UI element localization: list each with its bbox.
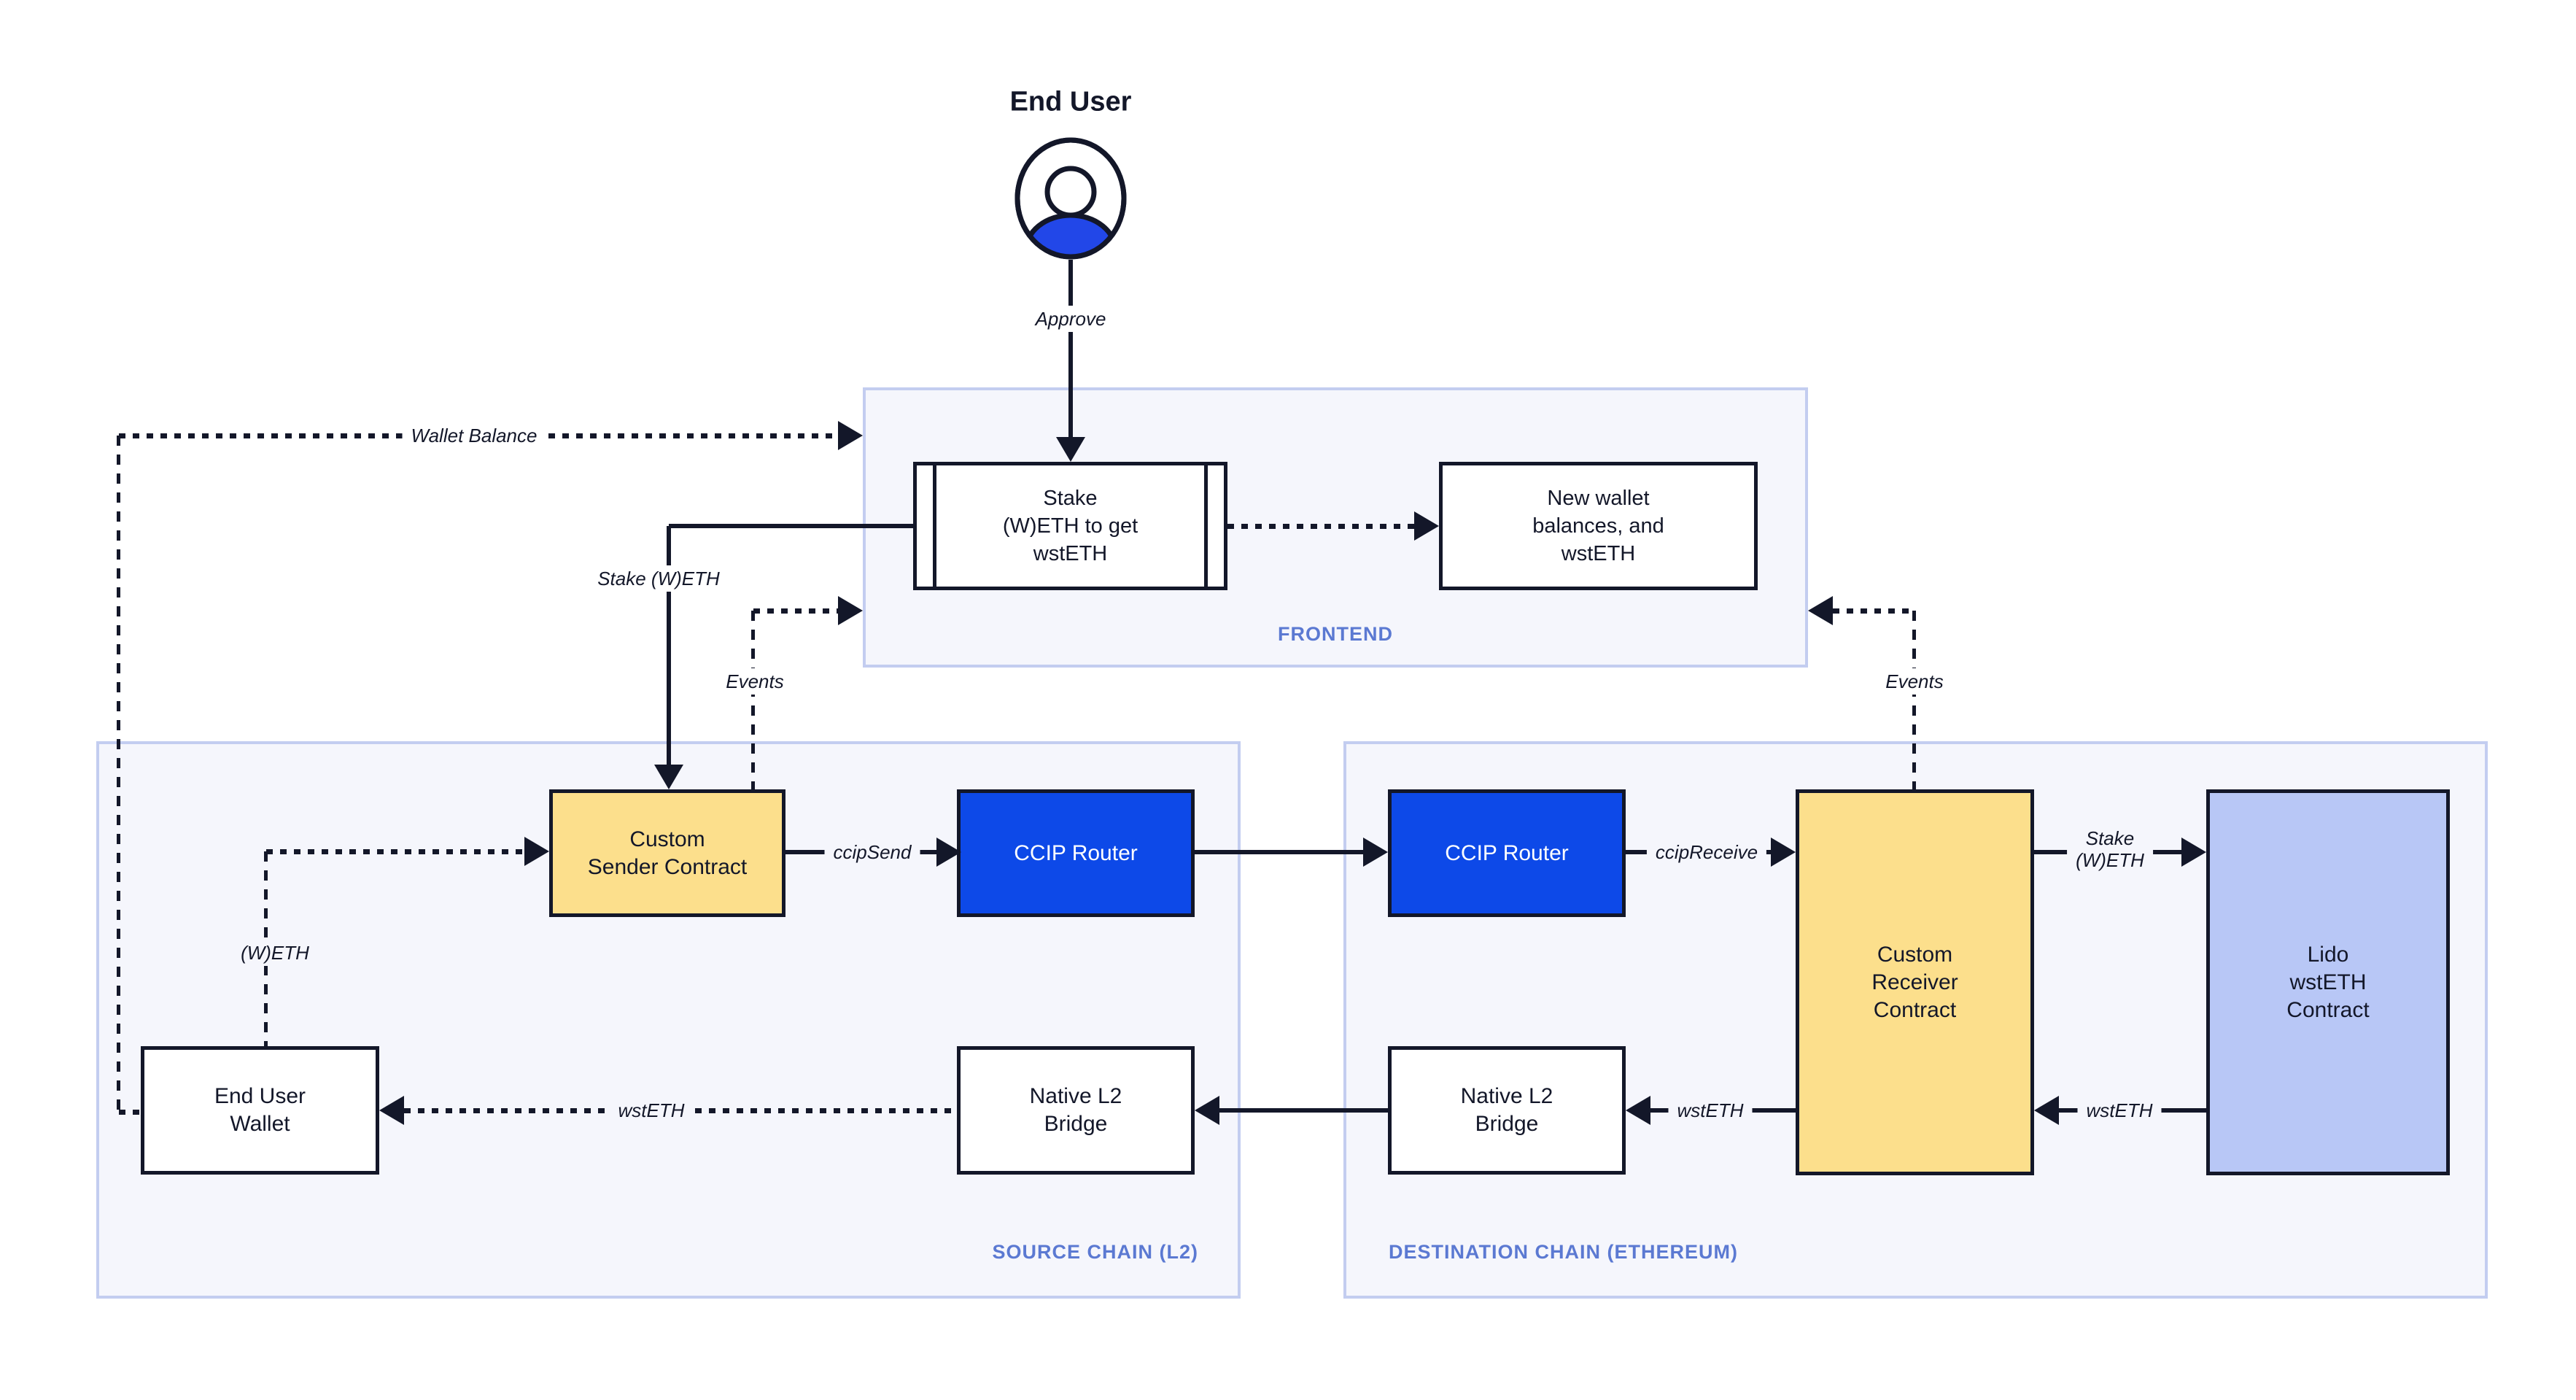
native-l2-bridge-source-label: Native L2 Bridge	[1029, 1084, 1122, 1136]
connector-stake-weth-vertical	[667, 526, 671, 766]
arrowhead-down-icon	[1056, 437, 1085, 462]
events-right-label: Events	[1877, 668, 1952, 695]
subroutine-bar-right	[1204, 465, 1208, 587]
connector-weth-horizontal	[266, 849, 524, 854]
lido-wsteth-contract-label: Lido wstETH Contract	[2286, 942, 2370, 1022]
connector-events-left-vertical	[751, 611, 755, 789]
new-wallet-box-label: New wallet balances, and wstETH	[1532, 487, 1664, 565]
custom-sender-contract-box: Custom Sender Contract	[549, 789, 785, 917]
arrowhead-left-icon	[379, 1096, 404, 1125]
wsteth-from-lido-label: wstETH	[2077, 1097, 2162, 1124]
connector-router-to-router	[1195, 850, 1363, 854]
arrowhead-left-icon	[1626, 1096, 1650, 1125]
destination-chain-label: DESTINATION CHAIN (ETHEREUM)	[1389, 1241, 1738, 1263]
frontend-label: FRONTEND	[1278, 623, 1393, 645]
arrowhead-right-icon	[936, 838, 961, 867]
arrowhead-right-icon	[838, 421, 863, 450]
arrowhead-right-icon	[838, 596, 863, 625]
connector-wallet-balance-vertical	[117, 436, 120, 1112]
ccipsend-label: ccipSend	[824, 839, 920, 865]
ccip-router-source-box: CCIP Router	[957, 789, 1195, 917]
connector-events-right-vertical	[1912, 611, 1916, 789]
events-left-label: Events	[717, 668, 793, 695]
end-user-wallet-label: End User Wallet	[214, 1084, 306, 1136]
new-wallet-box: New wallet balances, and wstETH	[1439, 462, 1758, 590]
native-l2-bridge-destination-box: Native L2 Bridge	[1388, 1046, 1626, 1175]
arrowhead-right-icon	[1363, 838, 1388, 867]
ccip-router-source-label: CCIP Router	[1014, 840, 1138, 865]
connector-approve	[1068, 260, 1073, 438]
end-user-wallet-box: End User Wallet	[141, 1046, 379, 1175]
stake-weth-dest-label: Stake (W)ETH	[2067, 825, 2153, 873]
arrowhead-right-icon	[1414, 511, 1439, 541]
arrowhead-down-icon	[654, 765, 683, 789]
native-l2-bridge-source-box: Native L2 Bridge	[957, 1046, 1195, 1175]
stake-weth-label: Stake (W)ETH	[589, 565, 729, 592]
connector-stake-to-newwallet	[1227, 524, 1414, 529]
end-user-title: End User	[1009, 86, 1132, 117]
arrowhead-right-icon	[1771, 838, 1796, 867]
ccipreceive-label: ccipReceive	[1646, 839, 1767, 865]
wsteth-to-wallet-label: wstETH	[609, 1097, 694, 1124]
arrowhead-left-icon	[1195, 1096, 1219, 1125]
custom-sender-contract-label: Custom Sender Contract	[587, 827, 748, 879]
arrowhead-right-icon	[524, 837, 549, 866]
arrowhead-left-icon	[1808, 596, 1833, 625]
ccip-router-destination-box: CCIP Router	[1388, 789, 1626, 917]
arrowhead-right-icon	[2181, 838, 2206, 867]
weth-label: (W)ETH	[232, 940, 318, 966]
wsteth-to-bridge-label: wstETH	[1668, 1097, 1753, 1124]
ccip-router-destination-label: CCIP Router	[1445, 840, 1569, 865]
source-chain-label: SOURCE CHAIN (L2)	[992, 1241, 1198, 1263]
approve-label: Approve	[1026, 306, 1115, 332]
native-l2-bridge-destination-label: Native L2 Bridge	[1460, 1084, 1553, 1136]
subroutine-bar-left	[933, 465, 936, 587]
connector-wallet-balance-stub	[119, 1110, 142, 1115]
connector-bridge-to-bridge	[1219, 1108, 1388, 1113]
connector-stake-weth-horizontal	[669, 524, 913, 528]
stake-box-label: Stake (W)ETH to get wstETH	[1002, 487, 1138, 565]
custom-receiver-contract-box: Custom Receiver Contract	[1796, 789, 2034, 1175]
connector-events-left-horizontal	[753, 608, 838, 614]
connector-events-right-horizontal	[1833, 608, 1914, 614]
arrowhead-left-icon	[2034, 1096, 2059, 1125]
stake-box: Stake (W)ETH to get wstETH	[913, 462, 1227, 590]
wallet-balance-label: Wallet Balance	[402, 422, 546, 449]
lido-wsteth-contract-box: Lido wstETH Contract	[2206, 789, 2450, 1175]
custom-receiver-contract-label: Custom Receiver Contract	[1871, 942, 1958, 1022]
end-user-icon	[1015, 137, 1127, 260]
